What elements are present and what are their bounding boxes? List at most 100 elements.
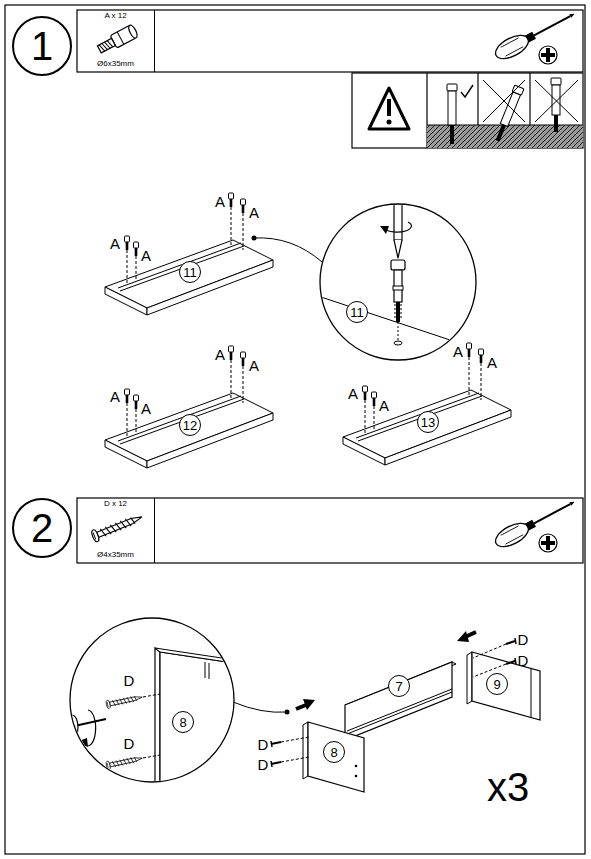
panel-face — [472, 652, 540, 720]
callout-number: 11 — [179, 261, 201, 283]
panel — [343, 343, 511, 465]
dash-line — [143, 755, 160, 758]
node-text: 2 — [31, 508, 53, 548]
dowel-thread — [450, 125, 454, 144]
screw — [106, 754, 144, 770]
rotation-loop — [66, 715, 78, 739]
cross-mark — [535, 80, 578, 122]
part-letter: D — [518, 653, 529, 668]
panel-groove — [531, 669, 532, 717]
step-number: 1 — [12, 16, 72, 76]
callout-number: 8 — [323, 741, 345, 763]
node-text: 11 — [350, 306, 364, 319]
dowel-icon — [96, 24, 139, 56]
callout-number: 8 — [172, 711, 194, 733]
callout-number: 13 — [417, 411, 439, 433]
dash-line — [143, 694, 160, 697]
hole — [394, 341, 402, 345]
node-text: 9 — [493, 678, 500, 691]
screwdriver-icon — [492, 6, 579, 64]
node-text: A x 12 — [104, 12, 126, 21]
small-screw — [506, 661, 515, 664]
warning-box — [352, 73, 583, 148]
screw — [106, 693, 144, 709]
node-text: 11 — [183, 266, 197, 279]
small-screw-head — [271, 741, 272, 747]
part-letter: A — [487, 355, 497, 370]
part-box: D x 12 Ø4x35mm — [77, 498, 155, 563]
panel-slot — [205, 662, 209, 679]
screwdriver-icon — [492, 494, 579, 552]
dowel-head — [447, 84, 457, 91]
small-screw-head — [271, 761, 272, 767]
dowel-thread — [554, 115, 558, 132]
dowel-tilted — [493, 85, 524, 143]
dowel-collar — [117, 32, 124, 44]
part-letter: A — [379, 398, 389, 413]
leader-dot — [285, 710, 290, 715]
ground — [427, 125, 583, 148]
dowel-body — [394, 270, 402, 302]
rotation-arrow — [386, 222, 411, 232]
thread-lines — [394, 305, 402, 317]
arrow-head — [79, 738, 88, 747]
panel-edge — [318, 296, 480, 350]
part-letter: A — [348, 386, 358, 401]
node-text: 1 — [31, 26, 53, 66]
dash-line — [473, 644, 506, 658]
dowel-head — [551, 78, 561, 85]
panel-face — [160, 652, 240, 800]
dash-line — [281, 737, 309, 742]
panel-face — [345, 662, 452, 740]
dowel-correct — [447, 84, 457, 144]
callout-number: 12 — [179, 414, 201, 436]
part-letter: A — [110, 389, 120, 404]
screw — [106, 693, 144, 709]
dowel-head — [391, 260, 405, 270]
leader-line — [233, 702, 287, 712]
dowel-thread — [496, 124, 506, 141]
node-subtext: Ø4x35mm — [97, 551, 134, 560]
zoom-content — [318, 200, 480, 350]
exclamation-dot — [387, 120, 392, 125]
node-text: D x 12 — [104, 500, 127, 509]
dash-line — [281, 757, 309, 762]
callout-number: 11 — [346, 301, 368, 323]
small-screw-head — [515, 658, 516, 664]
panel-hole — [355, 775, 358, 778]
part-letter: A — [141, 401, 151, 416]
small-screw — [271, 742, 281, 744]
part-letter: A — [249, 358, 259, 373]
node-text: 12 — [183, 419, 197, 432]
part-letter: A — [141, 248, 151, 263]
part-letter: A — [215, 347, 225, 362]
part-letter: D — [124, 736, 135, 751]
small-screw — [506, 641, 515, 644]
move-arrow — [296, 705, 306, 709]
arrow-head — [380, 226, 389, 234]
callout-number: 7 — [388, 675, 410, 697]
dowel-end — [127, 24, 139, 39]
leader-dot — [252, 236, 257, 241]
node-text: 7 — [395, 680, 402, 693]
part-letter: A — [249, 205, 259, 220]
panel-edge — [303, 722, 308, 779]
part-letter: A — [453, 344, 463, 359]
panel — [105, 193, 273, 315]
screwdriver-tip — [394, 240, 402, 258]
node-subtext: Ø6x35mm — [97, 60, 134, 69]
move-arrow-head — [303, 699, 315, 710]
part-letter: D — [258, 737, 269, 752]
panel-top — [155, 648, 240, 664]
panel-edge — [155, 648, 160, 800]
dowel-collar — [393, 286, 403, 290]
dowel-body — [448, 91, 456, 125]
dash-line — [398, 322, 399, 340]
small-screw-head — [515, 638, 516, 644]
part-letter: D — [124, 673, 135, 688]
check-mark — [461, 85, 473, 97]
panel-groove — [347, 692, 452, 734]
